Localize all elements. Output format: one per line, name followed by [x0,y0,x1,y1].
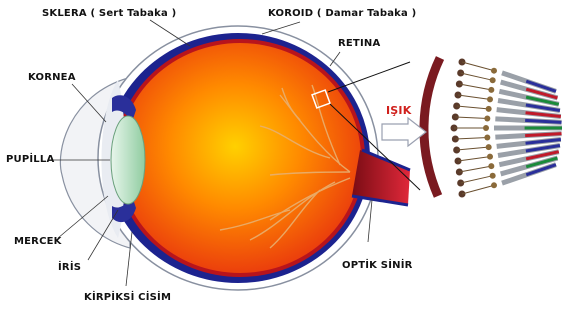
photoreceptor-outer-segment [526,113,561,117]
bipolar-cell [484,115,490,121]
bipolar-cell [490,173,496,179]
label-koroid: KOROID ( Damar Tabaka ) [268,8,416,19]
vitreous-body [119,43,361,273]
bipolar-cell [483,125,489,131]
photoreceptor-outer-segment [525,134,561,136]
bipolar-cell [487,96,493,102]
label-retina: RETINA [338,38,380,49]
neuron-connector [455,117,485,118]
bipolar-cell [486,106,492,112]
bipolar-cell [491,68,497,74]
photoreceptor-outer-segment [525,120,561,122]
label-kirpiksi: KİRPİKSİ CİSİM [84,292,171,303]
label-kornea: KORNEA [28,72,76,83]
label-isik: IŞIK [386,104,411,117]
neuron-connector [461,73,491,80]
bipolar-cell [491,182,497,188]
lens [111,116,145,204]
label-pupilla: PUPİLLA [6,154,54,165]
bipolar-cell [487,154,493,160]
neuron-connector [458,95,488,99]
neuron-connector [457,147,487,150]
label-mercek: MERCEK [14,236,62,247]
light-arrow [382,118,426,146]
neuron-connector [458,157,488,161]
bipolar-cell [488,87,494,93]
bipolar-cell [486,144,492,150]
label-optik: OPTİK SİNİR [342,260,413,271]
neuron-connector [459,84,489,89]
neuron-connector [461,176,491,183]
retina-magnified [424,58,562,198]
photoreceptor-outer-segment [526,140,561,144]
label-sklera: SKLERA ( Sert Tabaka ) [42,8,176,19]
neuron-connector [459,167,489,172]
bipolar-cell [484,135,490,141]
neuron-connector [462,62,492,70]
neuron-connector [462,186,492,194]
label-iris: İRİS [58,262,81,273]
neuron-connector [455,138,485,139]
bipolar-cell [490,77,496,83]
neuron-connector [457,106,487,109]
bipolar-cell [488,163,494,169]
